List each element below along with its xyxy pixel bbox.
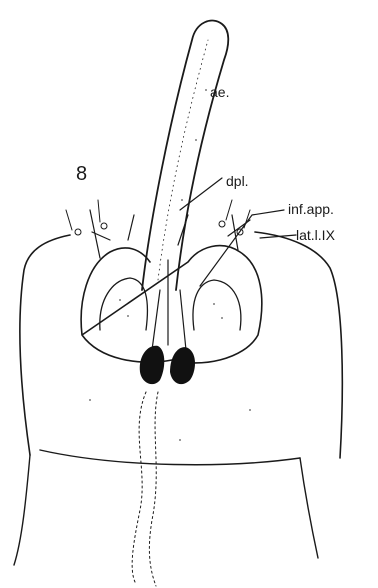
leader-lines (180, 178, 296, 286)
label-dorsal-plate: dpl. (226, 173, 249, 189)
figure-number: 8 (76, 163, 87, 185)
label-lateral-lobe: lat.l.IX (296, 227, 336, 243)
leader-dpl (180, 178, 222, 210)
label-inferior-appendage: inf.app. (288, 201, 334, 217)
left-sclerite (140, 346, 165, 384)
stipple (89, 89, 251, 441)
ductus (132, 392, 158, 586)
segment-ix-outline (14, 232, 342, 565)
leader-inf-app (200, 210, 284, 286)
right-sclerite (170, 347, 195, 384)
aedeagus (142, 21, 228, 290)
label-aedeagus: ae. (210, 84, 229, 100)
genital-complex (66, 200, 262, 384)
